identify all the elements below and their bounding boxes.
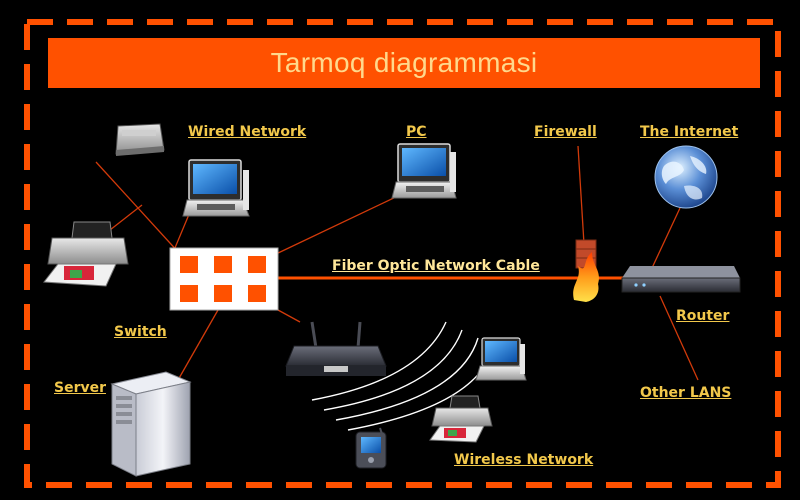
pda-icon (355, 427, 387, 469)
firewall-icon (573, 239, 599, 302)
line-firewall-arrow (577, 145, 585, 245)
label-wired-network: Wired Network (188, 124, 307, 140)
wireless-printer-icon (429, 395, 493, 443)
label-other-lans: Other LANS (640, 385, 732, 401)
wireless-router-icon (285, 321, 387, 376)
label-wireless-network: Wireless Network (454, 452, 594, 468)
label-router: Router (676, 308, 730, 324)
label-the-internet: The Internet (640, 124, 739, 140)
label-firewall: Firewall (534, 124, 597, 140)
label-fiber-optic-cable: Fiber Optic Network Cable (332, 258, 540, 274)
diagram-title: Tarmoq diagrammasi (270, 47, 538, 78)
server-icon (110, 371, 192, 477)
line-internet-router (651, 207, 681, 269)
wireless-signal-arcs (311, 321, 495, 431)
label-pc: PC (406, 124, 427, 140)
scanner-icon (115, 123, 165, 156)
line-pc-switch (275, 194, 401, 255)
pc-laptop-icon (391, 143, 457, 199)
line-switch-server (177, 309, 219, 381)
printer-icon (43, 221, 129, 287)
line-switch-router (277, 309, 301, 323)
label-switch: Switch (114, 324, 167, 340)
laptop-icon (182, 159, 250, 217)
switch-icon (169, 247, 279, 311)
router-icon (621, 266, 741, 293)
globe-icon (654, 145, 718, 209)
connector-lines (95, 145, 699, 381)
wireless-laptop-icon (475, 337, 527, 381)
title-banner: Tarmoq diagrammasi (48, 38, 760, 88)
line-router-otherlans (659, 295, 699, 381)
line-printer-switch (109, 204, 143, 231)
label-server: Server (54, 380, 107, 396)
